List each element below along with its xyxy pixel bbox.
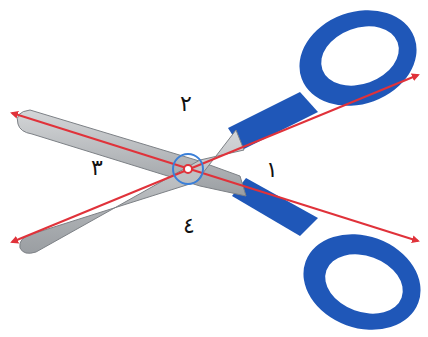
pivot xyxy=(184,165,192,173)
angle-number: ١ xyxy=(266,159,278,181)
angle-number: ٤ xyxy=(183,215,195,237)
handle xyxy=(228,0,428,150)
line xyxy=(12,75,418,242)
blade xyxy=(17,110,246,196)
angle-circle xyxy=(173,154,203,184)
line xyxy=(12,113,418,241)
angle-number: ٣ xyxy=(91,157,103,179)
angle-number: ٢ xyxy=(180,93,192,115)
handle xyxy=(232,178,428,337)
